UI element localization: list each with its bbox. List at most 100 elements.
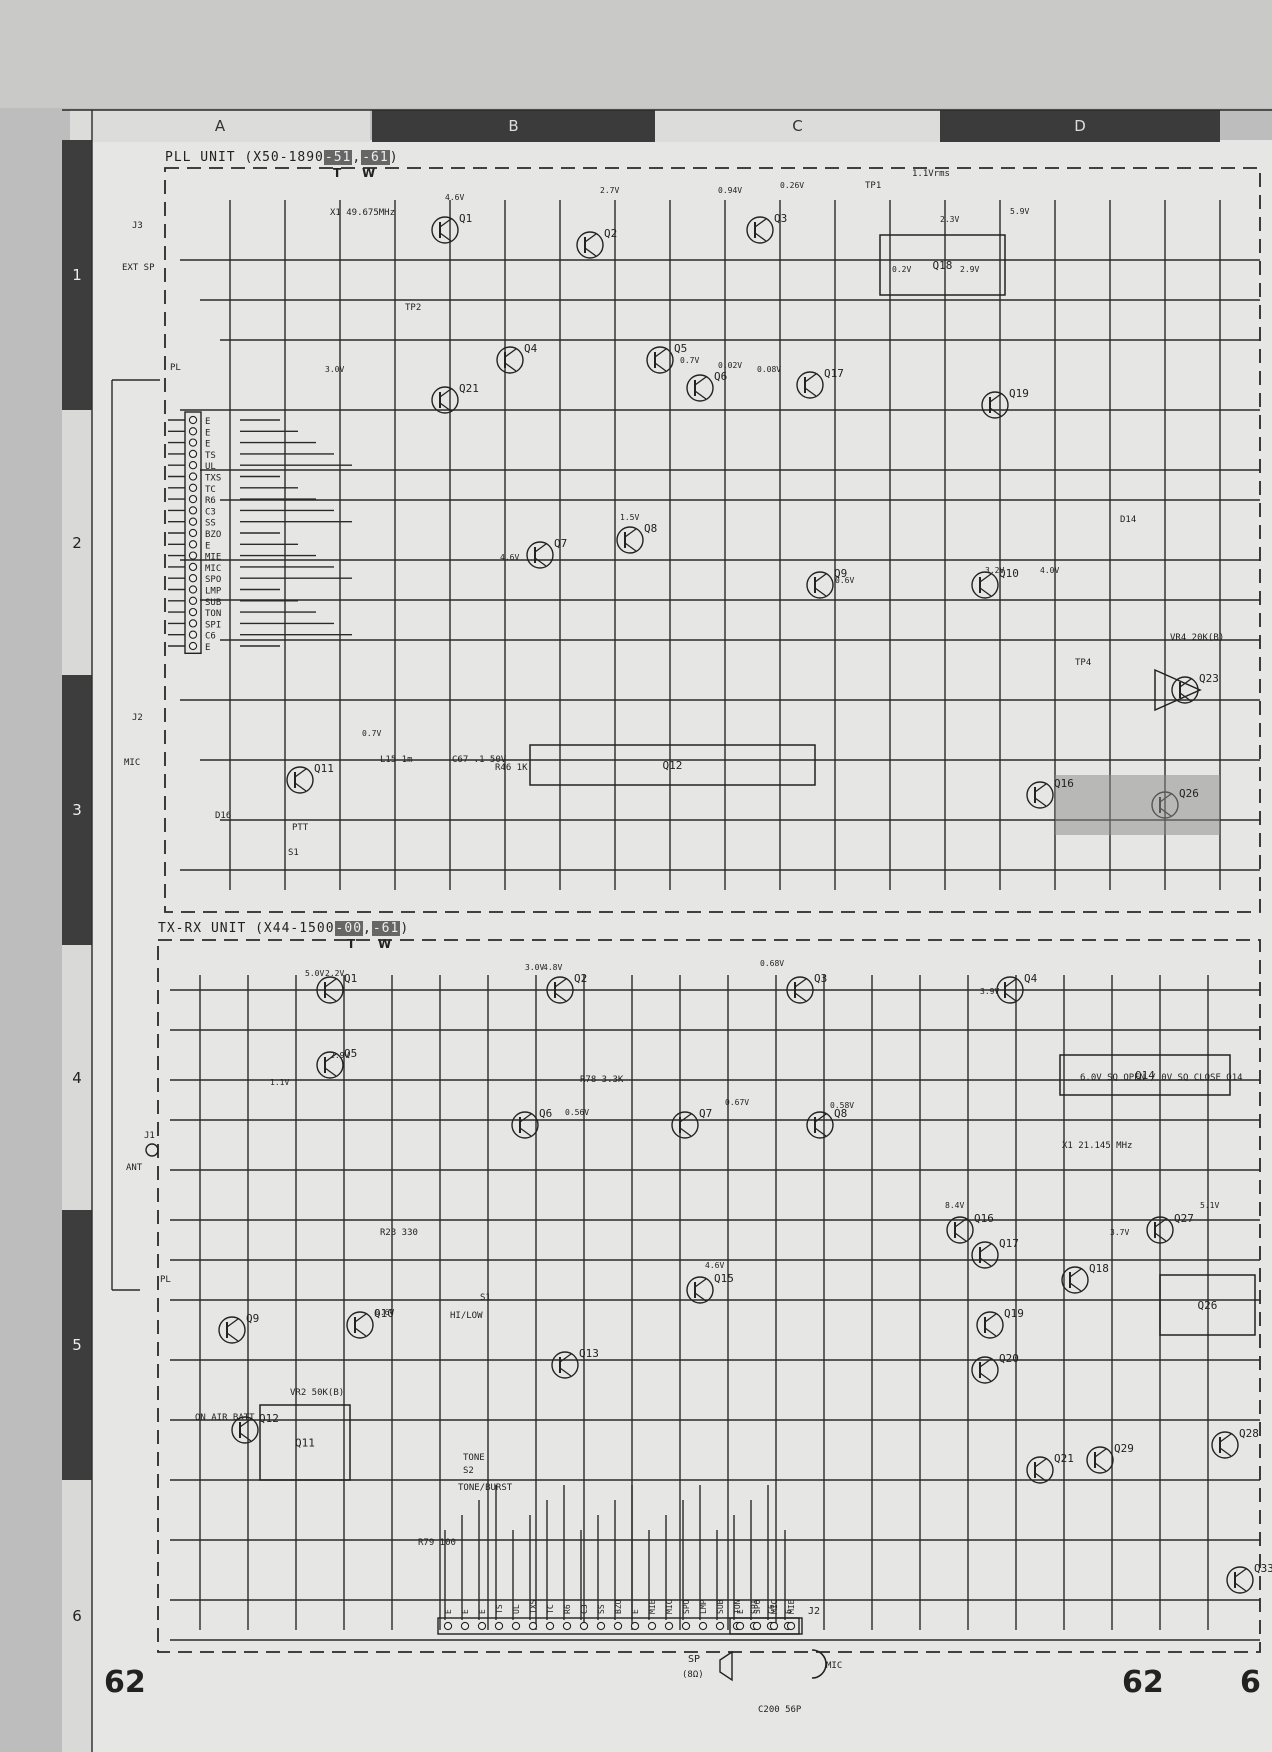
ic-body [1059,1054,1231,1096]
txrx-transistor-q1 [316,976,344,1004]
connector-pin [752,1621,762,1631]
voltage-label: 0.56V [565,1108,589,1117]
label-tp4: TP4 [1075,658,1091,668]
jack-pl-label-txrx: PL [160,1275,171,1285]
connector-pin [613,1621,623,1631]
page-number-right: 62 [1122,1665,1164,1700]
transistor-body [546,976,574,1004]
pll-transistor-q8 [616,526,644,554]
pin-label-txs: TXS [205,474,221,484]
speaker-label: SP [688,1654,700,1665]
row-tab-3: 3 [62,675,92,945]
label-hi-low: HI/LOW [450,1311,483,1321]
connector-pin [188,641,198,651]
voltage-label: 0.6V [375,1308,394,1317]
pin-label-e: E [205,440,210,450]
connector-pin [735,1621,745,1631]
voltage-label: 5.1V [1200,1201,1219,1210]
transistor-collector [324,978,337,988]
voltage-label: 0.68V [760,959,784,968]
voltage-label: 0.7V [362,729,381,738]
label-r46: R46 1K [495,763,528,773]
txrx-transistor-q6 [511,1111,539,1139]
label-c67: C67 .1 50V [452,755,507,765]
pin-label-e: E [631,1609,640,1614]
transistor-body [1146,1216,1174,1244]
voltage-label: 0.08V [757,365,781,374]
label-tp1: TP1 [865,181,881,191]
label-s2: S2 [463,1466,474,1476]
transistor-body [496,346,524,374]
transistor-emitter [1069,1282,1082,1292]
transistor-emitter [324,992,337,1002]
pin-label-lmp: LMP [699,1599,708,1614]
pll-transistor-q21-label: Q21 [459,382,479,395]
transistor-collector [1154,1218,1167,1228]
pll-unit-title: PLL UNIT (X50-1890-51,-61) [165,150,399,165]
capacitor-c200-label: C200 56P [758,1705,802,1715]
txrx-t-marker: T [347,937,356,951]
transistor-body [806,1111,834,1139]
transistor-emitter [654,362,667,372]
transistor-collector [794,978,807,988]
connector-pin [188,449,198,459]
transistor-collector [954,1218,967,1228]
label-ptt: PTT [292,823,309,833]
transistor-collector [979,1358,992,1368]
pin-label-r6: R6 [205,496,216,506]
pin-label-spo: SPO [682,1599,691,1614]
jack-mic-label: MIC [124,758,140,768]
transistor-body [686,374,714,402]
transistor-collector [354,1313,367,1323]
transistor-collector [979,1243,992,1253]
pin-label-tc: TC [546,1604,555,1614]
transistor-emitter [439,402,452,412]
connector-pin [596,1621,606,1631]
txrx-transistor-q7-label: Q7 [699,1107,712,1120]
connector-pin [494,1621,504,1631]
label-d16: D16 [215,811,231,821]
pin-label-ss: SS [205,519,216,529]
voltage-label: 2.9V [330,1051,349,1060]
ic-body [1159,1274,1256,1336]
txrx-transistor-q29 [1086,1446,1114,1474]
pin-label-ton: TON [205,609,221,619]
txrx-transistor-q21-label: Q21 [1054,1452,1074,1465]
txrx-transistor-q18-label: Q18 [1089,1262,1109,1275]
pin-label-e: E [205,428,210,438]
transistor-collector [989,393,1002,403]
pin-label-e: E [444,1609,453,1614]
transistor-emitter [979,587,992,597]
connector-pin [647,1621,657,1631]
pll-transistor-q17-label: Q17 [824,367,844,380]
transistor-emitter [554,992,567,1002]
pll-transistor-q21 [431,386,459,414]
txrx-transistor-q13 [551,1351,579,1379]
pin-label-ul: UL [205,462,216,472]
pll-transistor-q1-label: Q1 [459,212,472,225]
transistor-collector [654,348,667,358]
transistor-body [786,976,814,1004]
pll-transistor-q9-label: Q9 [834,567,847,580]
connector-pin [769,1621,779,1631]
pin-label-ss: SS [597,1604,606,1614]
pll-transistor-q1 [431,216,459,244]
connector-pin [188,517,198,526]
transistor-collector [554,978,567,988]
transistor-collector [754,218,767,228]
voltage-label: 4.0V [1040,566,1059,575]
transistor-collector [1004,978,1017,988]
transistor-emitter [324,1067,337,1077]
txrx-transistor-q10-label: Q10 [374,1307,394,1320]
txrx-transistor-q27 [1146,1216,1174,1244]
txrx-transistor-q13-label: Q13 [579,1347,599,1360]
pll-transistor-q3 [746,216,774,244]
connector-pin [630,1621,640,1631]
pll-transistor-q2-label: Q2 [604,227,617,240]
transistor-collector [979,573,992,583]
connector-pin [188,461,198,470]
pll-transistor-q23-label: Q23 [1199,672,1219,685]
transistor-collector [534,543,547,553]
pll-transistor-q5-label: Q5 [674,342,687,355]
transistor-collector [226,1318,239,1328]
